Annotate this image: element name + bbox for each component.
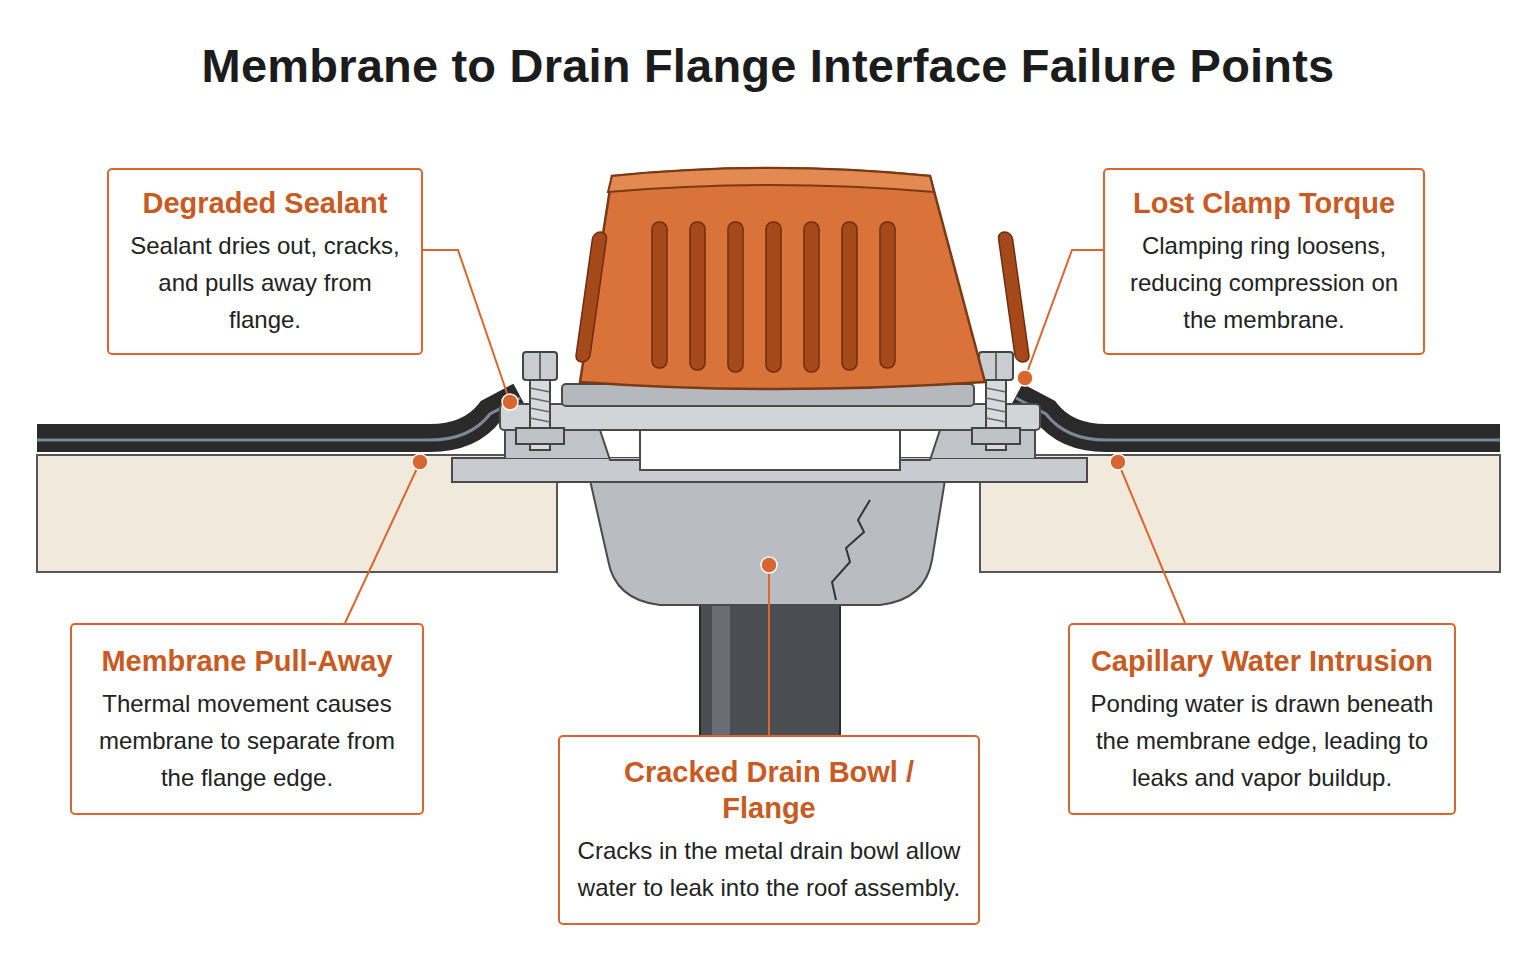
bowl-crack [832, 500, 870, 600]
callout-box: Cracked Drain Bowl / FlangeCracks in the… [558, 735, 980, 925]
callout-box: Degraded SealantSealant dries out, crack… [107, 168, 423, 355]
callout-body: Clamping ring loosens, reducing compress… [1121, 227, 1407, 338]
membrane-right-ply [1016, 398, 1500, 440]
leader-lines [345, 250, 1185, 735]
callout-body: Sealant dries out, cracks, and pulls awa… [125, 227, 405, 338]
callout-heading: Capillary Water Intrusion [1091, 643, 1433, 679]
callout-heading: Lost Clamp Torque [1133, 185, 1395, 221]
leader-dots [412, 370, 1126, 573]
callout-box: Capillary Water IntrusionPonding water i… [1068, 623, 1456, 815]
callout-heading: Membrane Pull-Away [101, 643, 392, 679]
callout-body: Cracks in the metal drain bowl allow wat… [576, 832, 962, 906]
callout-body: Thermal movement causes membrane to sepa… [88, 685, 406, 796]
callout-box: Lost Clamp TorqueClamping ring loosens, … [1103, 168, 1425, 355]
strainer-slots [575, 222, 1030, 372]
membrane-left [37, 396, 520, 438]
callout-heading: Degraded Sealant [143, 185, 388, 221]
callout-box: Membrane Pull-AwayThermal movement cause… [70, 623, 424, 815]
membrane-right [1016, 396, 1500, 438]
callout-body: Ponding water is drawn beneath the membr… [1086, 685, 1438, 796]
drain-bowl [590, 480, 945, 605]
callout-heading: Cracked Drain Bowl / Flange [576, 754, 962, 826]
bolt-left [516, 352, 564, 450]
membrane-left-ply [37, 398, 520, 440]
dome-strainer [580, 168, 985, 389]
diagram-title: Membrane to Drain Flange Interface Failu… [0, 38, 1536, 93]
pipe-highlight [712, 590, 730, 740]
strainer-rim [608, 168, 934, 192]
clamping-ring [500, 404, 1040, 430]
